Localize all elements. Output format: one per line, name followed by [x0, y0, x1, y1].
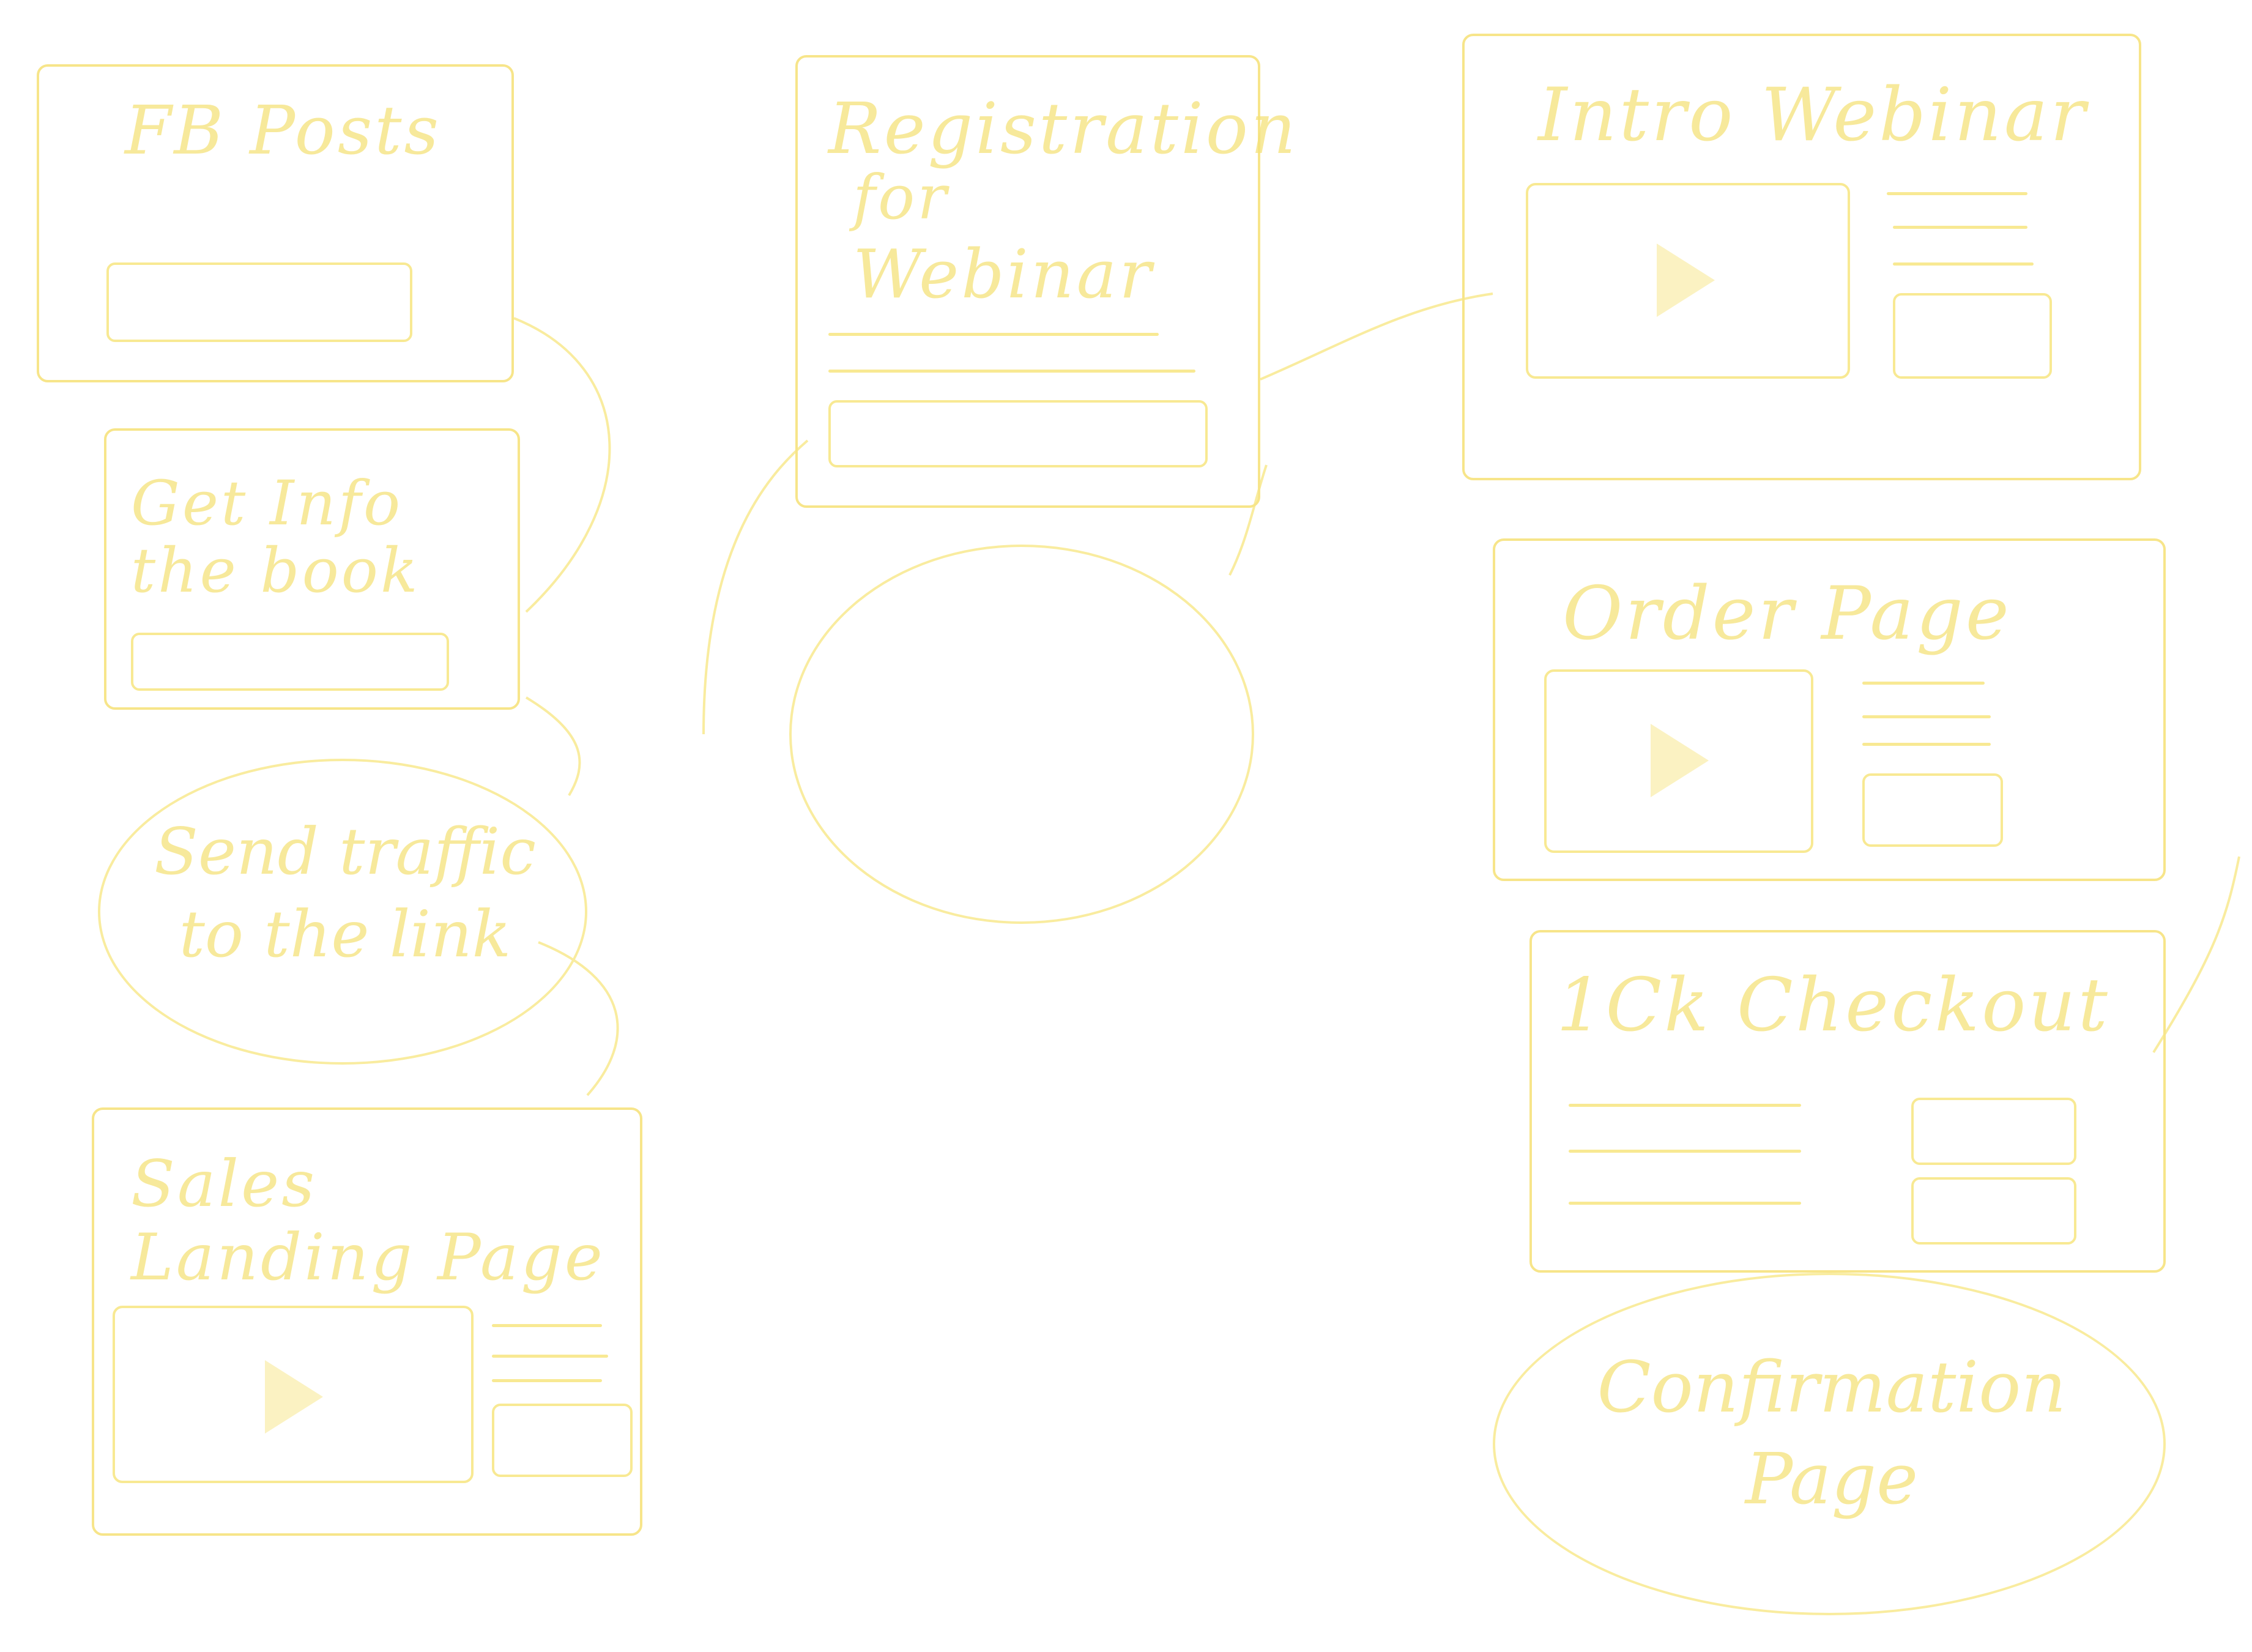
connector-checkout-to-confirmation [2152, 856, 2240, 1054]
webinar-video-placeholder [1526, 183, 1850, 379]
order-page-card: Order Page [1493, 538, 2166, 881]
checkout-card: 1Ck Checkout [1529, 930, 2166, 1273]
text-line [828, 333, 1159, 336]
landing-button-placeholder [492, 1404, 633, 1477]
checkout-title: 1Ck Checkout [1556, 963, 2110, 1048]
webinar-button-placeholder [1893, 293, 2052, 379]
confirmation-oval: Confirmation Page [1493, 1273, 2166, 1615]
registration-title-line1: Registration [828, 88, 1299, 170]
send-traffic-line2: to the link [179, 897, 511, 972]
text-line [1893, 226, 2027, 229]
opt-in-title-line2: the book [131, 535, 420, 606]
opt-in-card: Get Info the book [104, 428, 520, 710]
reminder-oval [789, 545, 1254, 924]
text-line [492, 1355, 608, 1358]
register-button-placeholder [828, 400, 1208, 467]
connector-center-to-webinar [1260, 292, 1493, 381]
play-icon [1651, 724, 1709, 797]
connector-center-to-circle [1228, 464, 1268, 576]
intro-webinar-title: Intro Webinar [1538, 73, 2088, 158]
connector-left-to-center [702, 439, 809, 735]
confirmation-line1: Confirmation [1597, 1347, 2067, 1429]
text-line [1862, 682, 1985, 685]
fb-posts-title: FB Posts [125, 91, 442, 169]
fb-posts-card: FB Posts [37, 64, 514, 382]
text-line [1862, 743, 1991, 746]
intro-webinar-card: Intro Webinar [1462, 34, 2141, 480]
connector-optin-to-traffic [525, 696, 581, 797]
landing-page-title-line1: Sales [131, 1147, 318, 1221]
text-line [492, 1324, 602, 1327]
confirmation-line2: Page [1745, 1438, 1919, 1520]
order-button-placeholder [1862, 773, 2003, 847]
text-line [1893, 262, 2034, 266]
landing-video-placeholder [113, 1306, 474, 1483]
text-line [828, 370, 1195, 373]
text-line [1569, 1202, 1801, 1205]
text-line [1569, 1150, 1801, 1153]
text-line [1862, 715, 1991, 718]
text-line [1887, 192, 2027, 195]
text-line [492, 1379, 602, 1382]
fb-post-button-placeholder [106, 262, 412, 342]
order-video-placeholder [1544, 669, 1813, 853]
registration-title-line3: Webinar [853, 235, 1154, 313]
landing-page-card: Sales Landing Page [92, 1107, 642, 1536]
text-line [1569, 1104, 1801, 1107]
send-traffic-line1: Send traffic [154, 814, 537, 889]
registration-card: Registration for Webinar [795, 55, 1296, 508]
order-page-title: Order Page [1563, 571, 2012, 657]
registration-title-line2: for [853, 162, 949, 233]
play-icon [1657, 244, 1715, 317]
checkout-button-placeholder [1911, 1177, 2076, 1245]
play-icon [265, 1360, 323, 1434]
opt-in-button-placeholder [131, 633, 449, 691]
landing-page-title-line2: Landing Page [131, 1220, 605, 1295]
checkout-field-placeholder [1911, 1098, 2076, 1165]
opt-in-title-line1: Get Info [131, 467, 403, 539]
send-traffic-oval: Send traffic to the link [98, 759, 587, 1065]
connector-fbposts-to-optin [513, 317, 611, 613]
